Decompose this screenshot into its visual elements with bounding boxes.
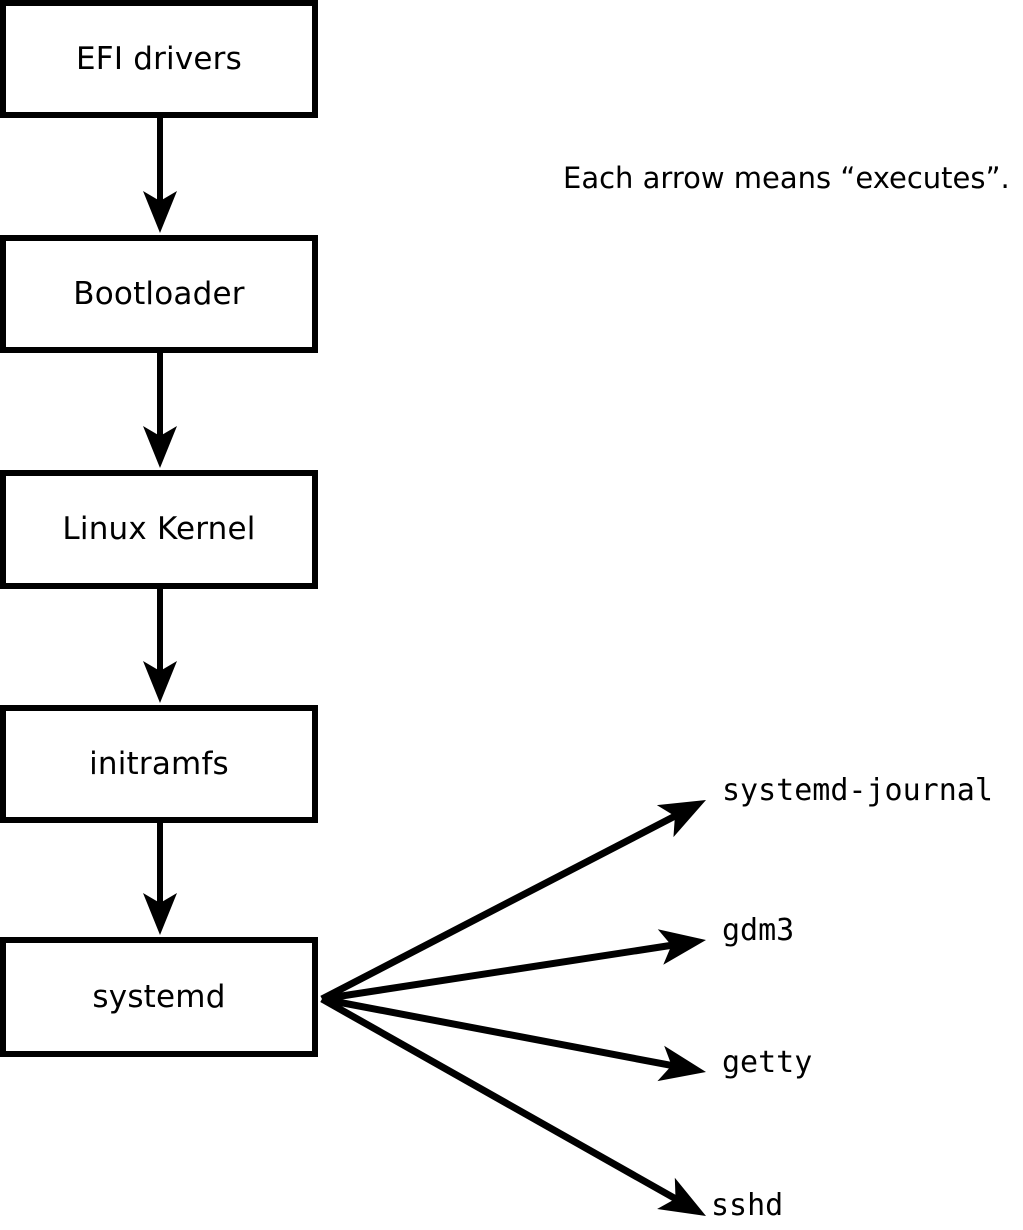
node-label: initramfs: [89, 745, 229, 782]
fan-arrow-shaft: [320, 812, 679, 1003]
node-efi-drivers[interactable]: EFI drivers: [0, 0, 318, 118]
fan-arrow-shaft: [320, 995, 679, 1203]
fan-arrow-shaft: [321, 941, 674, 1003]
chain-arrow-head: [143, 893, 177, 935]
fan-arrow-head: [657, 1177, 706, 1216]
node-label: systemd: [92, 978, 226, 1015]
node-label: Bootloader: [73, 275, 245, 312]
chain-arrow-head: [143, 191, 177, 233]
leaf-node-getty[interactable]: getty: [722, 1045, 813, 1080]
leaf-node-sshd[interactable]: sshd: [711, 1188, 784, 1223]
fan-arrow-head: [657, 929, 706, 965]
leaf-node-gdm3[interactable]: gdm3: [722, 913, 795, 948]
node-label: EFI drivers: [76, 40, 242, 77]
chain-arrow-head: [143, 426, 177, 468]
leaf-node-systemd-journal[interactable]: systemd-journal: [722, 773, 993, 808]
node-label: Linux Kernel: [62, 511, 256, 547]
node-systemd[interactable]: systemd: [0, 937, 318, 1057]
node-linux-kernel[interactable]: Linux Kernel: [0, 470, 318, 589]
fan-arrow-shaft: [321, 995, 675, 1070]
node-bootloader[interactable]: Bootloader: [0, 235, 318, 353]
node-initramfs[interactable]: initramfs: [0, 705, 318, 823]
legend-note: Each arrow means “executes”.: [563, 161, 1010, 195]
chain-arrow-head: [143, 661, 177, 703]
fan-arrow-head: [657, 1045, 706, 1082]
fan-arrow-head: [656, 800, 706, 838]
